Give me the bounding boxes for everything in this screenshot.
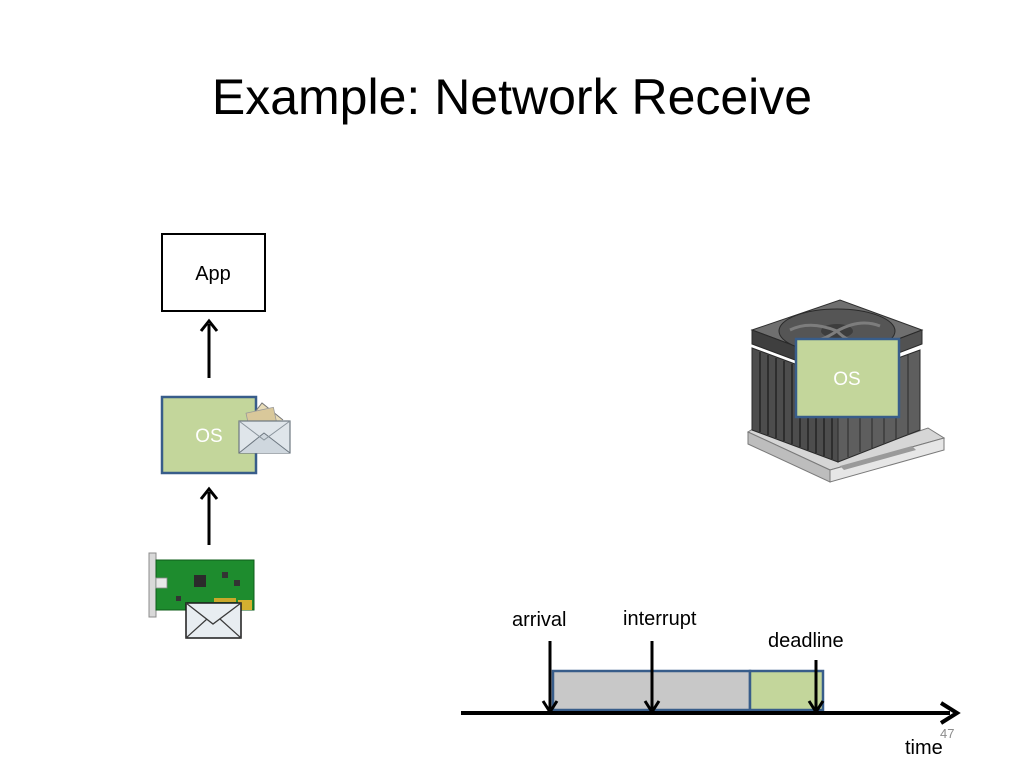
down-arrow-icon (643, 641, 661, 715)
arrival-label: arrival (512, 609, 567, 631)
os-box-cpu: OS (794, 337, 901, 419)
network-card-icon (148, 552, 255, 618)
app-box: App (161, 233, 266, 312)
os-label-cpu: OS (833, 369, 860, 390)
envelope-icon (185, 602, 242, 639)
envelope-icon (238, 402, 291, 454)
interrupt-label: interrupt (623, 608, 697, 630)
up-arrow-icon (199, 318, 219, 378)
down-arrow-icon (807, 660, 825, 715)
slide-title: Example: Network Receive (211, 69, 813, 125)
os-label-left: OS (195, 426, 222, 447)
deadline-label: deadline (768, 630, 844, 652)
right-arrow-icon (939, 701, 961, 725)
down-arrow-icon (541, 641, 559, 715)
up-arrow-icon (199, 486, 219, 545)
time-axis-label: time (905, 737, 943, 759)
timeline (461, 641, 961, 725)
app-label: App (195, 263, 231, 285)
page-number: 47 (940, 726, 955, 741)
os-box-left: OS (160, 395, 258, 475)
